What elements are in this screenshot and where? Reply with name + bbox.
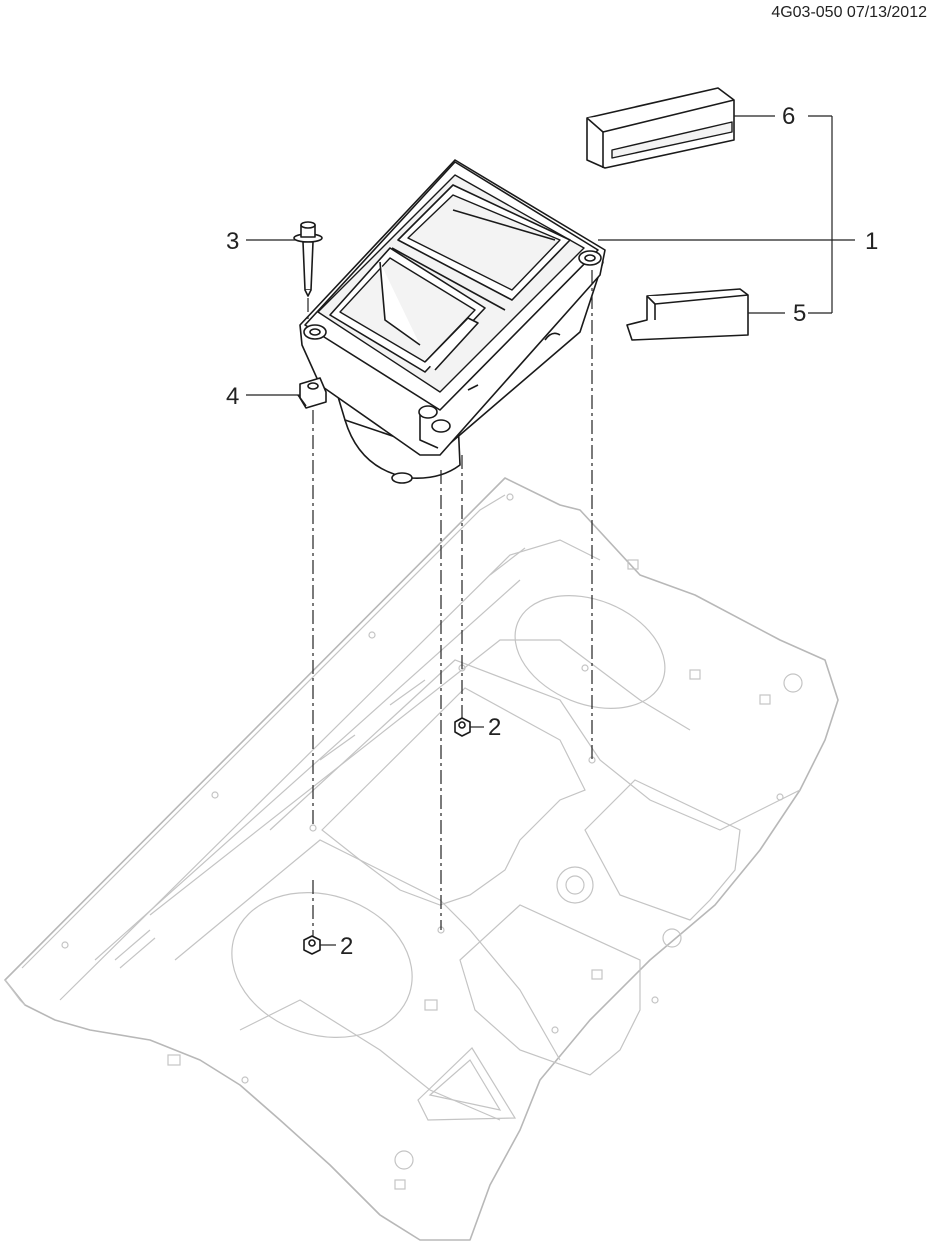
callout-3: 3 — [226, 228, 239, 255]
callout-2-lower: 2 — [340, 933, 353, 960]
console-box — [299, 159, 606, 484]
callout-1: 1 — [865, 228, 878, 255]
callout-5: 5 — [793, 300, 806, 327]
leader-lines — [246, 115, 855, 946]
nut — [454, 717, 471, 737]
floor-panel — [4, 477, 839, 1241]
callout-6: 6 — [782, 103, 795, 130]
nut — [303, 935, 321, 955]
document-id: 4G03-050 07/13/2012 — [771, 4, 927, 21]
pad-block — [586, 87, 735, 169]
assembly-lines — [307, 270, 593, 936]
callout-4: 4 — [226, 383, 239, 410]
bolt — [293, 221, 323, 297]
clip-nut — [297, 377, 327, 409]
callout-2-upper: 2 — [488, 714, 501, 741]
pad-angled — [626, 288, 749, 341]
